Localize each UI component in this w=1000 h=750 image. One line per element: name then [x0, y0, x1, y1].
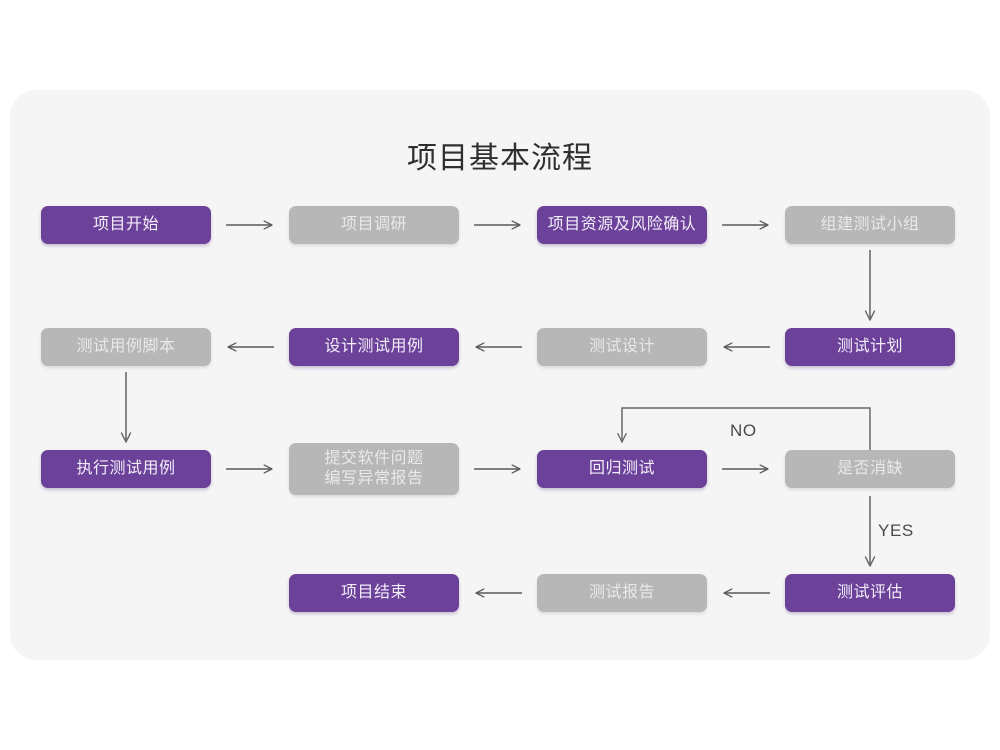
page-title: 项目基本流程	[407, 142, 593, 175]
flow-node-n9[interactable]: 执行测试用例	[41, 450, 211, 488]
diagram-card	[10, 90, 990, 660]
flow-node-n8[interactable]: 测试计划	[785, 328, 955, 366]
flow-node-label: 组建测试小组	[820, 216, 920, 233]
flow-node-n10[interactable]: 提交软件问题 编写异常报告	[289, 443, 459, 495]
edge-label-no: NO	[730, 421, 757, 440]
flow-node-label: 测试报告	[588, 584, 655, 601]
flow-node-n13[interactable]: 项目结束	[289, 574, 459, 612]
flow-node-label: 是否消缺	[836, 460, 903, 477]
flow-node-label: 提交软件问题 编写异常报告	[324, 450, 424, 487]
flow-node-label: 测试评估	[836, 584, 903, 601]
flow-node-n11[interactable]: 回归测试	[537, 450, 707, 488]
flow-node-n4[interactable]: 组建测试小组	[785, 206, 955, 244]
flow-node-label: 回归测试	[588, 460, 655, 477]
flow-node-label: 测试用例脚本	[76, 338, 176, 355]
flow-node-n5[interactable]: 测试用例脚本	[41, 328, 211, 366]
flow-node-n6[interactable]: 设计测试用例	[289, 328, 459, 366]
flow-node-n14[interactable]: 测试报告	[537, 574, 707, 612]
flow-node-n7[interactable]: 测试设计	[537, 328, 707, 366]
edge-label-yes: YES	[878, 521, 914, 540]
flow-node-n3[interactable]: 项目资源及风险确认	[537, 206, 707, 244]
flow-node-label: 项目结束	[340, 584, 407, 601]
flow-node-label: 设计测试用例	[324, 338, 424, 355]
flow-node-n12[interactable]: 是否消缺	[785, 450, 955, 488]
flow-node-label: 项目调研	[340, 216, 407, 233]
flow-node-label: 执行测试用例	[76, 460, 176, 477]
flow-node-label: 测试计划	[836, 338, 903, 355]
flow-node-n1[interactable]: 项目开始	[41, 206, 211, 244]
flow-node-label: 测试设计	[588, 338, 655, 355]
flow-node-n15[interactable]: 测试评估	[785, 574, 955, 612]
flow-node-n2[interactable]: 项目调研	[289, 206, 459, 244]
flow-node-label: 项目资源及风险确认	[547, 216, 697, 233]
flow-node-label: 项目开始	[92, 216, 159, 233]
